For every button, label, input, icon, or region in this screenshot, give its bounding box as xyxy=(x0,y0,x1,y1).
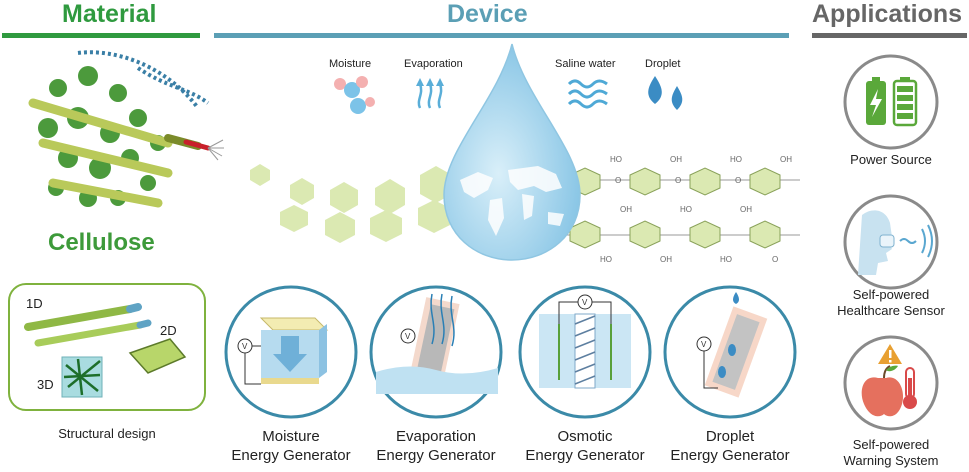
droplet-icon xyxy=(648,76,683,110)
molecule-atom-label: HO xyxy=(680,205,692,214)
structure-3d-label: 3D xyxy=(37,377,54,392)
generator-name: Evaporation xyxy=(395,428,477,445)
app-warning-system-label: Self-powered Warning System xyxy=(815,437,967,469)
generator-name: Moisture xyxy=(262,428,320,445)
material-header-bar xyxy=(2,33,200,38)
saline-water-icon xyxy=(567,79,608,109)
app-label-line2: Warning System xyxy=(843,453,939,468)
voltmeter-symbol: V xyxy=(582,298,588,307)
app-label-line1: Self-powered xyxy=(852,437,930,452)
evaporation-icon xyxy=(416,78,444,109)
molecule-atom-label: O xyxy=(772,255,778,264)
device-header-bar xyxy=(214,33,789,38)
evaporation-generator-label: Evaporation Energy Generator xyxy=(361,427,511,465)
breathing-face-icon xyxy=(843,194,939,290)
molecule-atom-label: O xyxy=(675,176,681,185)
stimulus-evaporation-label: Evaporation xyxy=(404,58,463,70)
device-header: Device xyxy=(447,0,528,28)
app-healthcare-sensor-label: Self-powered Healthcare Sensor xyxy=(815,287,967,319)
molecule-atom-label: HO xyxy=(730,155,742,164)
generator-name: Osmotic xyxy=(557,428,613,445)
stimulus-saline-label: Saline water xyxy=(555,58,616,70)
structure-1d-label: 1D xyxy=(26,296,43,311)
moisture-generator-illustration: V xyxy=(224,285,358,419)
water-molecule-icon xyxy=(334,76,375,114)
voltmeter-symbol: V xyxy=(242,342,248,351)
structures-illustration xyxy=(24,303,187,398)
moisture-generator-label: Moisture Energy Generator xyxy=(216,427,366,465)
generator-type: Energy Generator xyxy=(376,447,496,464)
molecule-atom-label: O xyxy=(615,176,621,185)
material-header: Material xyxy=(62,0,157,28)
structural-design-box xyxy=(8,283,206,411)
water-drop-globe-illustration xyxy=(443,43,581,261)
cellulose-label: Cellulose xyxy=(48,229,155,256)
molecule-atom-label: HO xyxy=(600,255,612,264)
molecule-atom-label: O xyxy=(735,176,741,185)
generator-type: Energy Generator xyxy=(231,447,351,464)
molecule-atom-label: OH xyxy=(660,255,672,264)
generator-type: Energy Generator xyxy=(525,447,645,464)
applications-header: Applications xyxy=(812,0,963,28)
app-label-line2: Healthcare Sensor xyxy=(837,303,945,318)
molecule-atom-label: OH xyxy=(780,155,792,164)
app-power-source-label: Power Source xyxy=(850,152,932,167)
molecule-atom-label: HO xyxy=(720,255,732,264)
osmotic-generator-label: Osmotic Energy Generator xyxy=(510,427,660,465)
structure-2d-label: 2D xyxy=(160,323,177,338)
voltmeter-symbol: V xyxy=(701,340,707,349)
app-label-line1: Self-powered xyxy=(852,287,930,302)
stimulus-droplet-label: Droplet xyxy=(645,58,681,70)
osmotic-generator-illustration: V xyxy=(518,285,652,419)
voltmeter-symbol: V xyxy=(405,332,411,341)
structural-design-caption: Structural design xyxy=(58,426,156,441)
evaporation-generator-illustration: V xyxy=(369,285,503,419)
molecule-atom-label: HO xyxy=(610,155,622,164)
stimulus-moisture-label: Moisture xyxy=(329,58,372,70)
generator-type: Energy Generator xyxy=(670,447,790,464)
molecule-atom-label: OH xyxy=(670,155,682,164)
apple-thermometer-warning-icon xyxy=(843,335,939,431)
droplet-generator-illustration: V xyxy=(663,285,797,419)
generator-name: Droplet xyxy=(705,428,755,445)
molecule-atom-label: OH xyxy=(620,205,632,214)
droplet-generator-label: Droplet Energy Generator xyxy=(655,427,805,465)
applications-header-bar xyxy=(812,33,967,38)
molecule-atom-label: OH xyxy=(740,205,752,214)
battery-icon xyxy=(843,54,939,150)
cellulose-fiber-illustration xyxy=(28,50,224,208)
